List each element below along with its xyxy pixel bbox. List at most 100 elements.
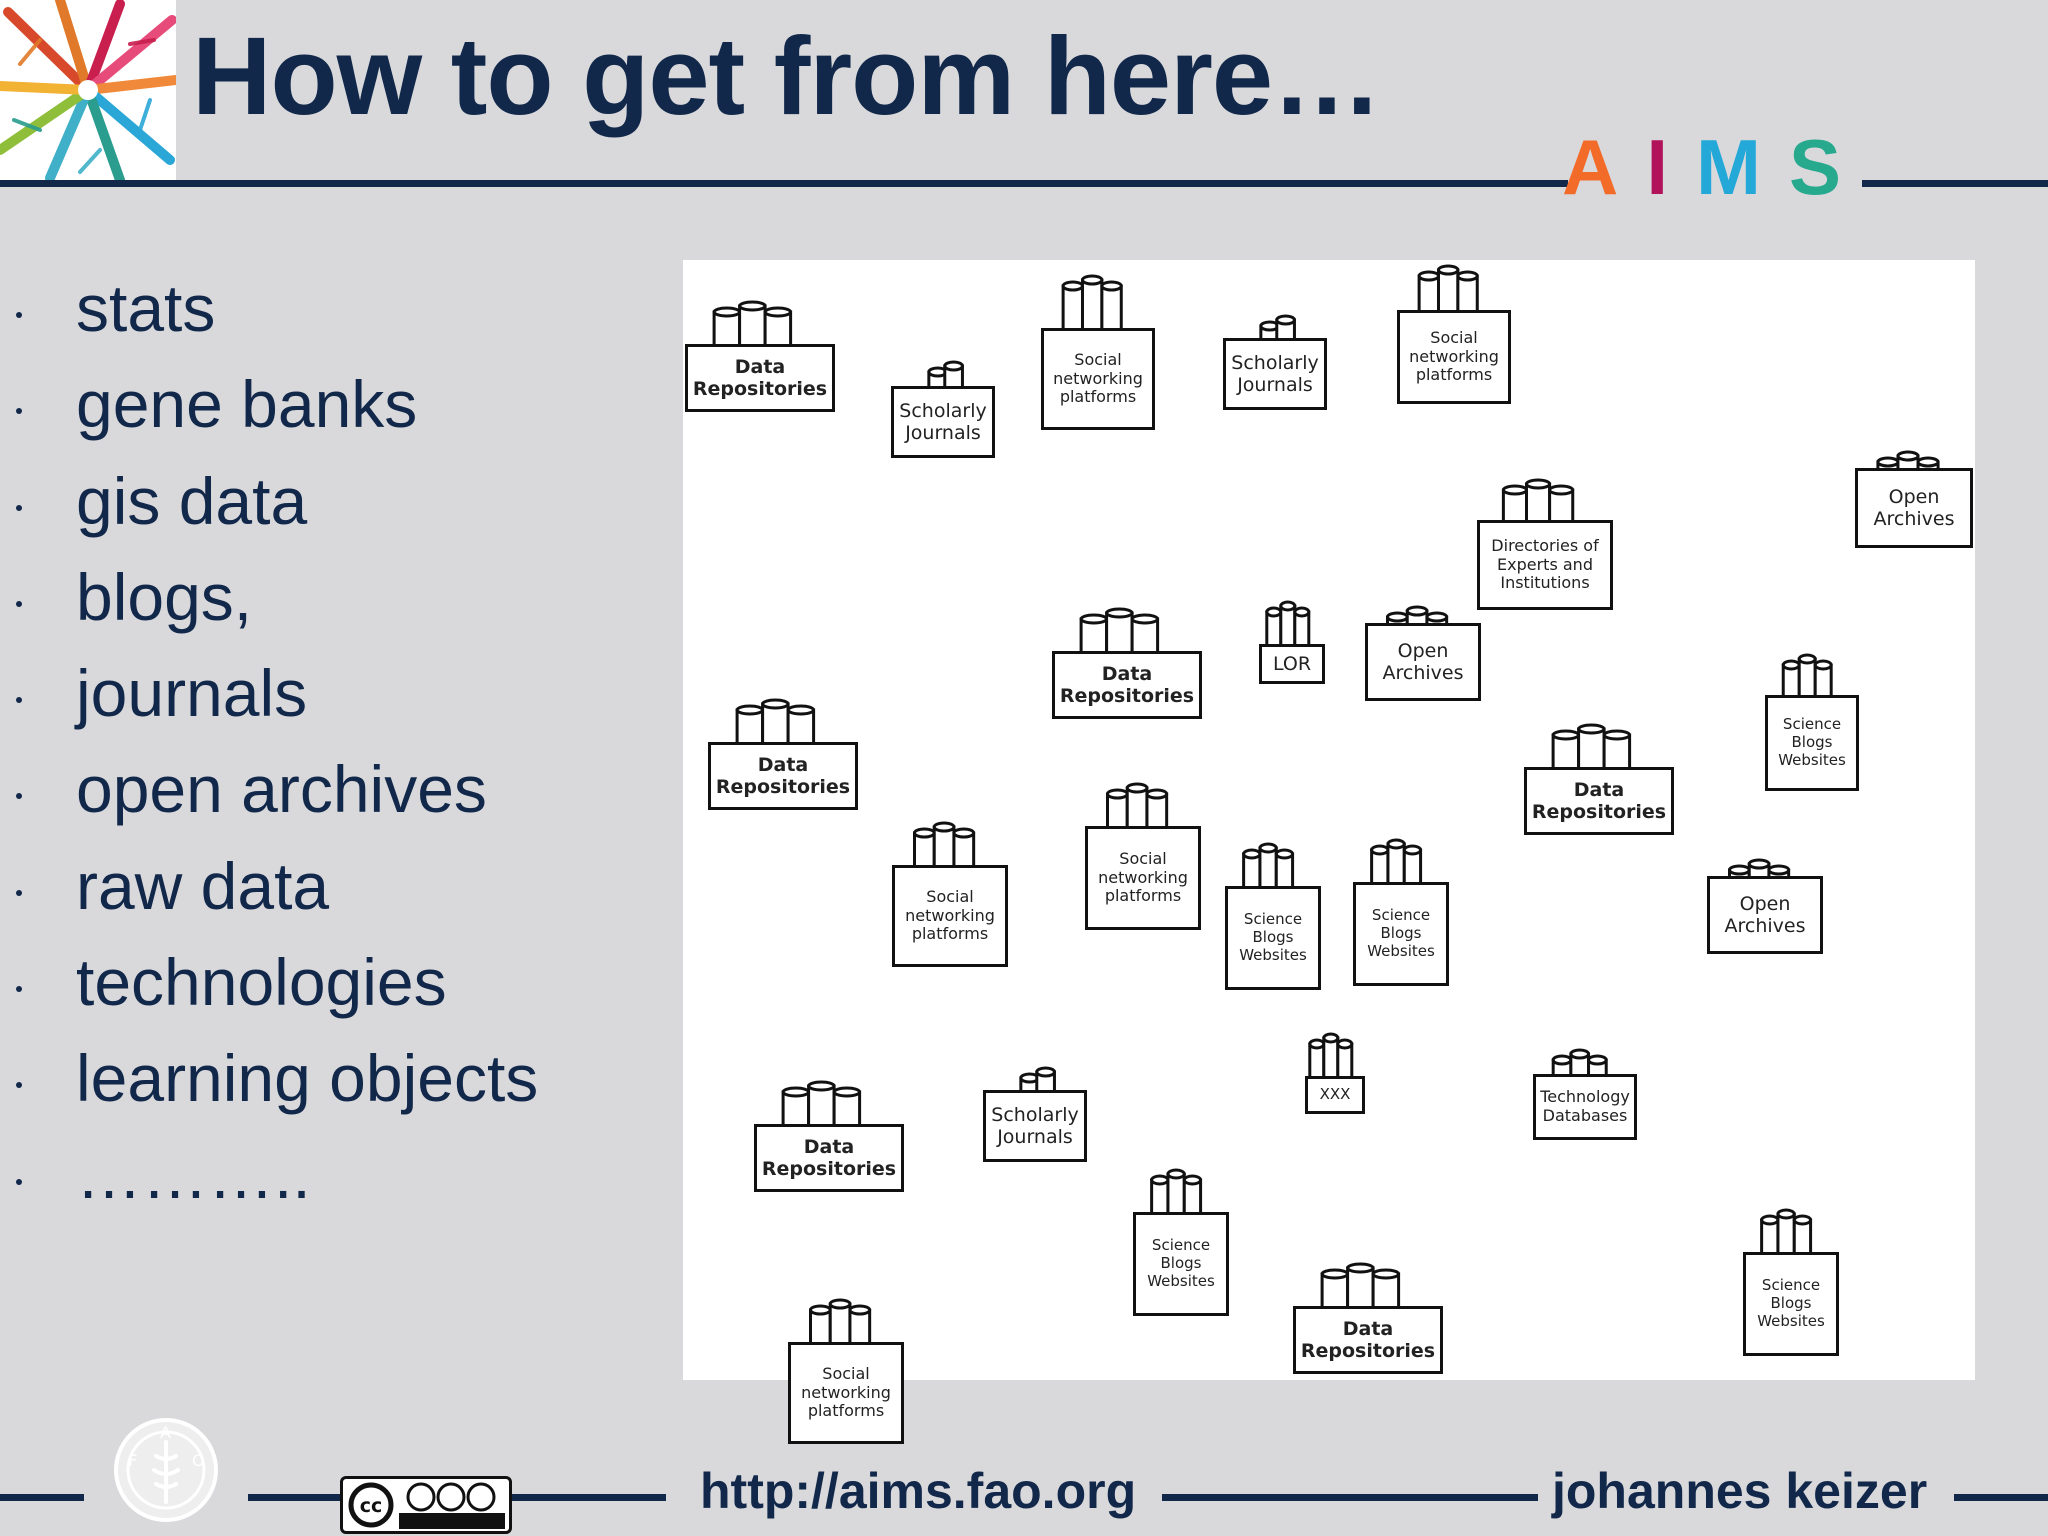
silo-node: Data Repositories — [1524, 721, 1674, 835]
silo-label: Social networking platforms — [1397, 310, 1511, 404]
silo-node: Social networking platforms — [892, 819, 1008, 967]
silo-node: Data Repositories — [685, 298, 835, 412]
silo-node: XXX — [1305, 1030, 1365, 1114]
aims-wordmark: AIMS — [1562, 128, 1869, 206]
silo-label: Social networking platforms — [1041, 328, 1155, 430]
bullet-dot — [16, 697, 22, 704]
footer-rule-4 — [1954, 1494, 2048, 1501]
silo-label: Science Blogs Websites — [1765, 695, 1859, 791]
bullet-text: raw data — [76, 848, 330, 923]
aims-letter-a: A — [1562, 123, 1647, 211]
bullet-item: technologies — [0, 936, 660, 1032]
silo-label: Science Blogs Websites — [1133, 1212, 1229, 1316]
silo-label: Data Repositories — [1052, 651, 1202, 719]
bullet-dot — [16, 889, 22, 896]
silo-label: Social networking platforms — [892, 865, 1008, 967]
silo-label: LOR — [1259, 644, 1325, 684]
silo-node: Directories of Experts and Institutions — [1477, 476, 1613, 610]
silo-label: Scholarly Journals — [983, 1090, 1087, 1162]
silo-label: Data Repositories — [1293, 1306, 1443, 1374]
silo-node: Scholarly Journals — [983, 1064, 1087, 1162]
silo-node: Social networking platforms — [1041, 272, 1155, 430]
silo-node: Science Blogs Websites — [1225, 840, 1321, 990]
bullet-item: raw data — [0, 840, 660, 936]
bullet-dot — [16, 1178, 22, 1185]
bullet-item: ……….. — [0, 1129, 660, 1225]
database-cluster-icon — [1061, 274, 1123, 340]
bullet-dot — [16, 1082, 22, 1089]
bullet-text: technologies — [76, 945, 447, 1020]
database-cluster-icon — [1106, 782, 1169, 838]
silo-node: Open Archives — [1855, 448, 1973, 548]
silo-node: Technology Databases — [1533, 1046, 1637, 1140]
bullet-dot — [16, 793, 22, 800]
bullet-text: journals — [76, 656, 308, 731]
database-cluster-icon — [1265, 600, 1311, 656]
bullet-text: blogs, — [76, 559, 253, 634]
silo-label: Science Blogs Websites — [1225, 886, 1321, 990]
bullet-item: open archives — [0, 743, 660, 839]
silo-label: Data Repositories — [708, 742, 858, 810]
silo-node: Data Repositories — [1293, 1260, 1443, 1374]
database-cluster-icon — [913, 821, 976, 877]
silo-label: Social networking platforms — [1085, 826, 1201, 930]
silo-node: Social networking platforms — [1085, 780, 1201, 930]
fao-logo: F A O — [114, 1418, 218, 1522]
footer-rule-1 — [0, 1494, 84, 1501]
footer-rule-3 — [1162, 1494, 1538, 1501]
silo-label: Data Repositories — [1524, 767, 1674, 835]
database-cluster-icon — [1150, 1168, 1203, 1224]
silo-node: Science Blogs Websites — [1353, 836, 1449, 986]
header-rule-right — [1862, 180, 2048, 187]
bullet-text: gis data — [76, 463, 308, 538]
bullet-item: gene banks — [0, 358, 660, 454]
silo-label: Open Archives — [1855, 468, 1973, 548]
silo-node: Data Repositories — [1052, 605, 1202, 719]
cc-license-badge: cc — [340, 1476, 512, 1534]
silo-node: Scholarly Journals — [891, 358, 995, 458]
bullet-dot — [16, 986, 22, 993]
silo-label: Science Blogs Websites — [1743, 1252, 1839, 1356]
silo-label: Open Archives — [1707, 876, 1823, 954]
silo-node: Open Archives — [1365, 603, 1481, 701]
bullet-text: stats — [76, 271, 216, 345]
aims-letter-m: M — [1696, 123, 1789, 211]
bullet-dot — [16, 504, 22, 511]
aims-letter-i: I — [1646, 123, 1697, 211]
silo-node: Open Archives — [1707, 856, 1823, 954]
cc-license-icon: cc — [348, 1482, 505, 1529]
svg-text:A: A — [160, 1423, 171, 1442]
footer-url-link[interactable]: http://aims.fao.org — [700, 1463, 1137, 1519]
slide-title: How to get from here… — [192, 15, 1382, 138]
bullet-dot — [16, 312, 22, 318]
silo-node: Social networking platforms — [1397, 262, 1511, 404]
silo-node: Scholarly Journals — [1223, 312, 1327, 410]
footer-author: johannes keizer — [1552, 1463, 1928, 1519]
silo-label: Directories of Experts and Institutions — [1477, 520, 1613, 610]
silo-label: Scholarly Journals — [1223, 338, 1327, 410]
svg-text:cc: cc — [360, 1495, 383, 1517]
svg-text:F: F — [128, 1451, 137, 1470]
silo-node: Data Repositories — [754, 1078, 904, 1192]
silo-node: Science Blogs Websites — [1765, 651, 1859, 791]
silo-label: Social networking platforms — [788, 1342, 904, 1444]
silo-label: Data Repositories — [685, 344, 835, 412]
silo-node: Science Blogs Websites — [1133, 1166, 1229, 1316]
database-cluster-icon — [1417, 264, 1479, 322]
bullet-dot — [16, 408, 22, 415]
bullet-item: blogs, — [0, 551, 660, 647]
silo-label: XXX — [1305, 1076, 1365, 1114]
bullet-list: stats gene banks gis data blogs, journal… — [0, 262, 660, 1225]
aims-letter-s: S — [1789, 123, 1870, 211]
silo-label: Scholarly Journals — [891, 386, 995, 458]
bullet-text: open archives — [76, 752, 487, 827]
silo-node: Science Blogs Websites — [1743, 1206, 1839, 1356]
bullet-item: learning objects — [0, 1032, 660, 1128]
silo-label: Science Blogs Websites — [1353, 882, 1449, 986]
aims-pattern-logo — [0, 0, 176, 180]
silo-node: Data Repositories — [708, 696, 858, 810]
bullet-item: journals — [0, 647, 660, 743]
silo-label: Data Repositories — [754, 1124, 904, 1192]
